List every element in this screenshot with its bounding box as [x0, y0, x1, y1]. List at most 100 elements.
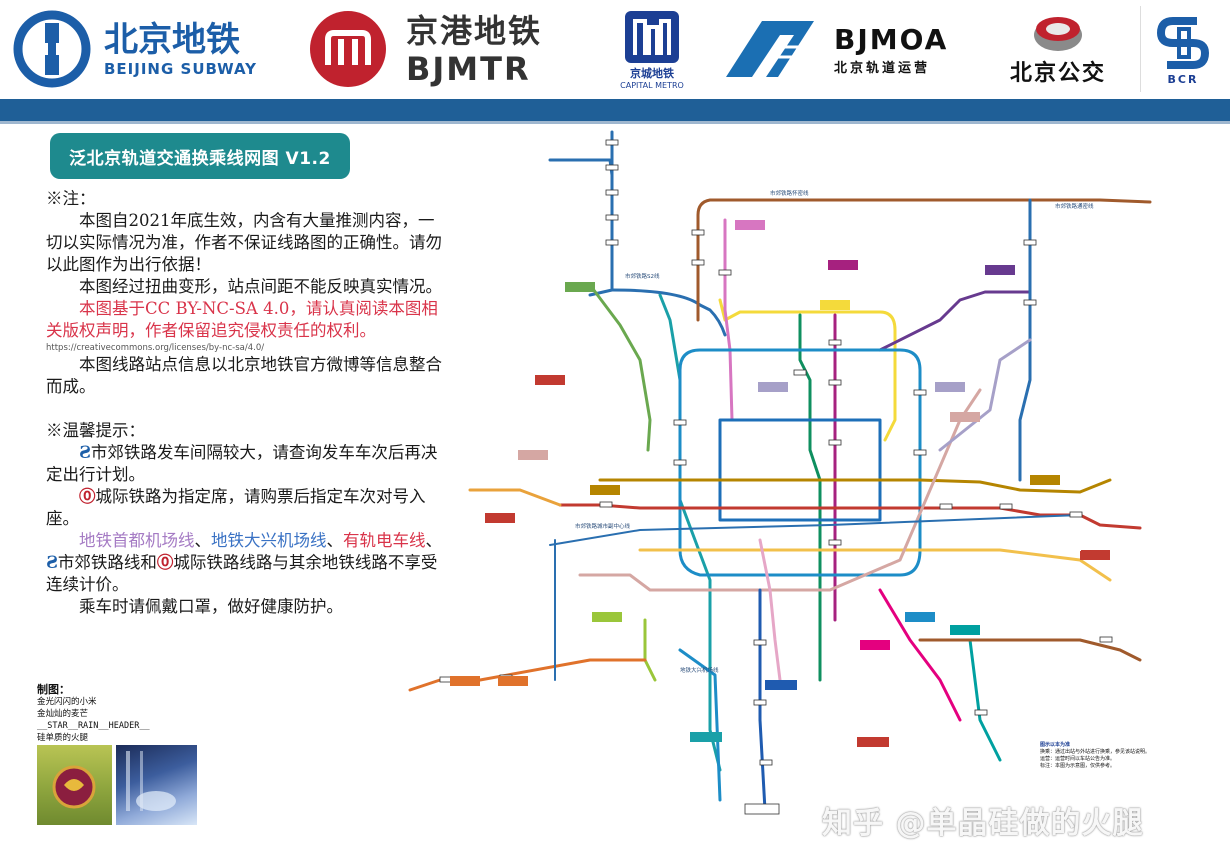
station-marker	[793, 369, 807, 376]
airport-line-name: 地铁首都机场线	[79, 531, 195, 550]
notes-paragraph-1: 本图自2021年底生效，内含有大量推测内容，一切以实际情况为准，作者不保证线路图…	[46, 211, 442, 274]
station-marker	[691, 229, 705, 236]
line-s1-north	[696, 198, 1152, 322]
label-daxing-airport: 地铁大兴机场线	[680, 666, 719, 674]
station-marker	[913, 449, 927, 456]
line-tongmi	[1018, 198, 1032, 482]
line-tag	[1080, 550, 1081, 551]
station-marker	[605, 139, 619, 146]
notes-paragraph-2: 本图经过扭曲变形，站点间距不能反映真实情况。	[79, 277, 442, 296]
tip-suburban: Ƨ市郊铁路发车间隔较大，请查询发车车次后再决定出行计划。	[46, 442, 446, 486]
line-tag	[535, 375, 565, 385]
bcr-en: BCR	[1167, 72, 1199, 86]
station-marker	[673, 459, 687, 466]
sep-3: 、	[425, 531, 443, 550]
capital-metro-en: CAPITAL METRO	[620, 80, 684, 90]
author-image-artwork	[116, 745, 197, 825]
line-13	[718, 298, 897, 442]
station-marker	[605, 239, 619, 246]
station-marker	[1023, 299, 1037, 306]
terminal-station	[744, 803, 780, 815]
line-tag	[590, 485, 620, 495]
logo-header: 北京地铁 BEIJING SUBWAY 京港地铁 BJMTR 京城地铁 CAPI…	[0, 0, 1230, 98]
beijing-subway-cn: 北京地铁	[104, 20, 240, 60]
line-tag	[950, 412, 980, 422]
station-marker	[605, 164, 619, 171]
notes-panel: ※注： 本图自2021年底生效，内含有大量推测内容，一切以实际情况为准，作者不保…	[46, 188, 446, 618]
beijing-bus-logo: 北京公交	[988, 6, 1128, 92]
station-marker	[939, 503, 953, 510]
station-marker	[605, 214, 619, 221]
line-tag	[758, 382, 788, 392]
intercity-rail-icon: ⓪	[156, 553, 174, 572]
line-15	[878, 290, 1032, 352]
station-marker	[828, 339, 842, 346]
bjmoa-emblem-icon	[726, 21, 814, 77]
suburban-rail-icon: Ƨ	[79, 443, 91, 462]
legend-line: 换乘：通过出站与外站进行换乘，参见该站说明。	[1040, 749, 1151, 755]
line-changping	[723, 218, 734, 422]
bjmtr-logo: 京港地铁 BJMTR	[308, 6, 598, 92]
line-16	[588, 283, 652, 452]
beijing-subway-logo: 北京地铁 BEIJING SUBWAY	[12, 6, 292, 92]
bjmtr-en: BJMTR	[406, 50, 531, 88]
station-marker	[974, 709, 988, 716]
header-band	[0, 99, 1230, 121]
station-marker	[759, 759, 773, 766]
capital-metro-logo: 京城地铁 CAPITAL METRO	[612, 6, 692, 92]
line-s-southeast	[918, 638, 1142, 662]
beijing-subway-emblem-icon	[13, 10, 91, 88]
station-marker	[1069, 511, 1083, 518]
line-tag	[820, 300, 850, 310]
tip-mask: 乘车时请佩戴口罩，做好健康防护。	[79, 597, 343, 616]
tram-line-name: 有轨电车线	[343, 531, 426, 550]
license-link[interactable]: https://creativecommons.org/licenses/by-…	[46, 343, 265, 353]
line-tag	[1030, 475, 1060, 485]
label-s2: 市郊铁路S2线	[625, 272, 660, 280]
tip-fares: 地铁首都机场线、地铁大兴机场线、有轨电车线、Ƨ市郊铁路线和⓪城际铁路线路与其余地…	[46, 530, 446, 596]
line-tag	[935, 382, 965, 392]
station-marker	[913, 389, 927, 396]
tips-heading: ※温馨提示：	[46, 421, 145, 440]
tip-intercity-text: 城际铁路为指定席，请购票后指定车次对号入座。	[46, 487, 426, 528]
line-sub-center	[549, 514, 1081, 546]
legend-title: 图示以本为准	[1040, 742, 1071, 748]
notes-paragraph-4: 本图线路站点信息以北京地铁官方微博等信息整合而成。	[46, 355, 442, 396]
station-marker	[828, 379, 842, 386]
transit-map: 市郊铁路怀密线 市郊铁路S2线 市郊铁路城市副中心线 市郊铁路通密线 地铁大兴机…	[408, 130, 1152, 815]
line-airport	[938, 338, 1032, 452]
beijing-subway-en: BEIJING SUBWAY	[104, 60, 258, 78]
station-marker	[753, 699, 767, 706]
line-tag	[735, 220, 765, 230]
label-tongmi: 市郊铁路通密线	[1055, 202, 1094, 210]
label-huaimi: 市郊铁路怀密线	[770, 189, 809, 197]
tip-fares-end: 城际铁路线路与其余地铁线路不享受连续计价。	[46, 553, 438, 594]
sep-1: 、	[194, 531, 212, 550]
notes-license: 本图基于CC BY-NC-SA 4.0，请认真阅读本图相关版权声明，作者保留追究…	[46, 299, 438, 340]
line-tag	[765, 680, 797, 690]
beijing-bus-cn: 北京公交	[1009, 61, 1106, 86]
line-yizhuang	[878, 588, 962, 722]
line-tag	[985, 265, 1015, 275]
line-tag	[828, 260, 858, 270]
line-4	[658, 293, 722, 772]
sep-2: 、	[326, 531, 344, 550]
line-tag	[857, 737, 889, 747]
line-tag	[905, 612, 935, 622]
capital-metro-cn: 京城地铁	[630, 66, 674, 80]
credits: 制图： 金光闪闪的小米 金灿灿的麦芒 __STAR__RAIN__HEADER_…	[37, 684, 150, 744]
zhihu-watermark: 知乎 @单晶硅做的火腿	[822, 806, 1144, 841]
artwork-figure-icon	[126, 751, 176, 811]
daxing-line-name: 地铁大兴机场线	[211, 531, 327, 550]
intercity-rail-icon: ⓪	[79, 487, 96, 506]
line-11	[468, 488, 562, 507]
author-image-emblem	[37, 745, 112, 825]
line-tag	[485, 513, 515, 523]
station-marker	[673, 419, 687, 426]
capital-metro-emblem-icon	[625, 10, 679, 63]
credit-name: __STAR__RAIN__HEADER__	[37, 721, 150, 731]
beijing-bus-emblem-icon	[1034, 17, 1082, 51]
credit-name: 硅单质的火腿	[37, 733, 89, 743]
line-s2	[548, 158, 614, 177]
map-title: 泛北京轨道交通换乘线网图 V1.2	[50, 133, 350, 179]
